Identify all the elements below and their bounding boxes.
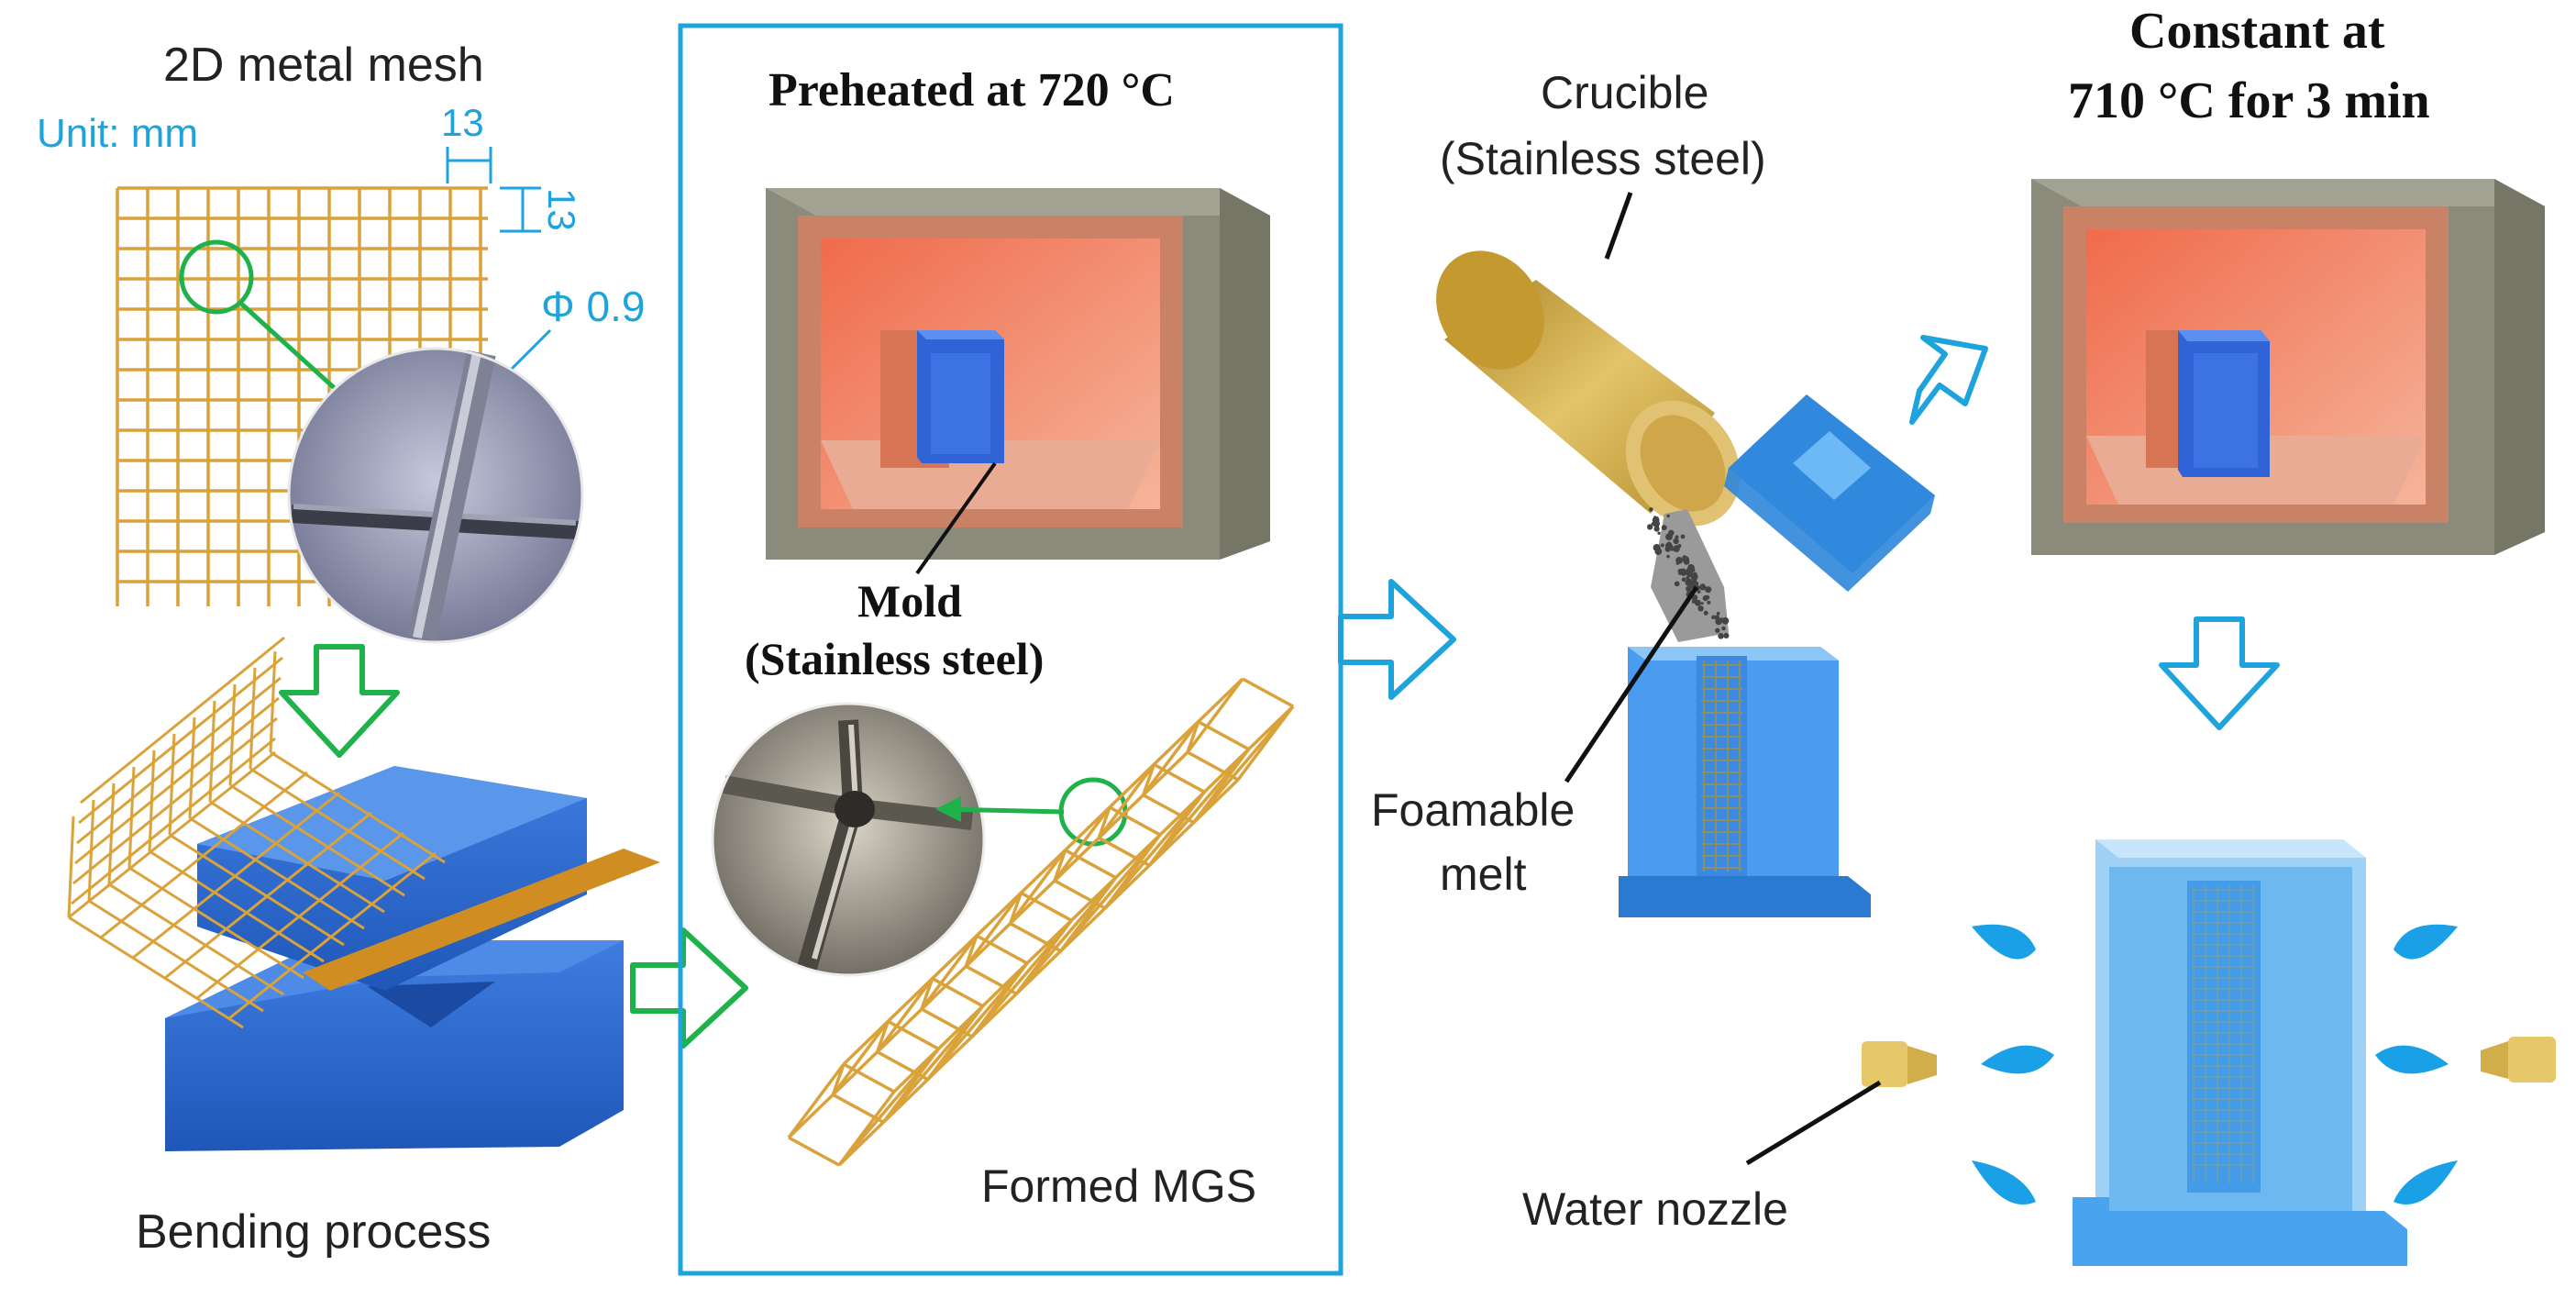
pitch-dimension (446, 147, 541, 233)
mgs-zoom-arrow-head (935, 796, 961, 822)
constant-label-line1: Constant at (2129, 3, 2385, 60)
water-nozzle-right (2481, 1037, 2556, 1082)
foamable-leader (1564, 585, 1699, 783)
arrow-down-icon (279, 644, 400, 758)
quench-mold (2073, 839, 2407, 1266)
furnace-constant (2031, 179, 2545, 555)
crucible-label-line2: (Stainless steel) (1440, 133, 1766, 184)
water-drop-icon (1972, 1160, 2036, 1205)
constant-label-line2: 710 °C for 3 min (2068, 72, 2430, 129)
foamable-label-line2: melt (1440, 849, 1527, 900)
water-drop-icon (2394, 1160, 2458, 1205)
crucible-leader (1604, 192, 1633, 260)
water-drop-icon (2375, 1045, 2449, 1074)
preheat-title: Preheated at 720 °C (768, 64, 1175, 117)
furnace-preheat (766, 188, 1270, 560)
water-drop-icon (2394, 924, 2458, 960)
foamable-label-line1: Foamable (1371, 784, 1575, 836)
mesh-zoom-photo (287, 347, 584, 644)
mgs-zoom-photo (711, 702, 986, 977)
mold-label-line2: (Stainless steel) (745, 633, 1044, 684)
bending-label: Bending process (136, 1205, 491, 1259)
formed-mgs (787, 677, 1295, 1167)
water-drops (1972, 924, 2458, 1205)
arrow-right-icon (1338, 579, 1456, 700)
diameter-label: Φ 0.9 (541, 283, 645, 330)
crucible-label-line1: Crucible (1541, 67, 1708, 118)
crucible (1436, 250, 1741, 527)
arrow-right-icon (630, 927, 748, 1049)
pitch-horizontal-label: 13 (441, 101, 484, 144)
mesh-detail-marker (179, 239, 254, 315)
water-drop-icon (1972, 924, 2036, 960)
mold-leader (915, 461, 997, 575)
nozzle-leader (1745, 1080, 1882, 1166)
mold-label-line1: Mold (857, 575, 962, 627)
unit-label: Unit: mm (37, 111, 198, 156)
bending-press (67, 636, 660, 1151)
mesh-title: 2D metal mesh (163, 39, 484, 92)
mold-lid (1724, 394, 1935, 592)
formed-mgs-label: Formed MGS (981, 1160, 1256, 1212)
arrow-up-right-icon (1909, 335, 1988, 425)
water-nozzle-label: Water nozzle (1522, 1183, 1788, 1235)
water-nozzle-left (1862, 1041, 1937, 1087)
arrow-down-icon (2159, 616, 2280, 730)
water-drop-icon (1981, 1045, 2054, 1074)
open-mold (1619, 647, 1871, 917)
melt-particles (1647, 507, 1730, 639)
pitch-vertical-label: 13 (540, 188, 583, 231)
